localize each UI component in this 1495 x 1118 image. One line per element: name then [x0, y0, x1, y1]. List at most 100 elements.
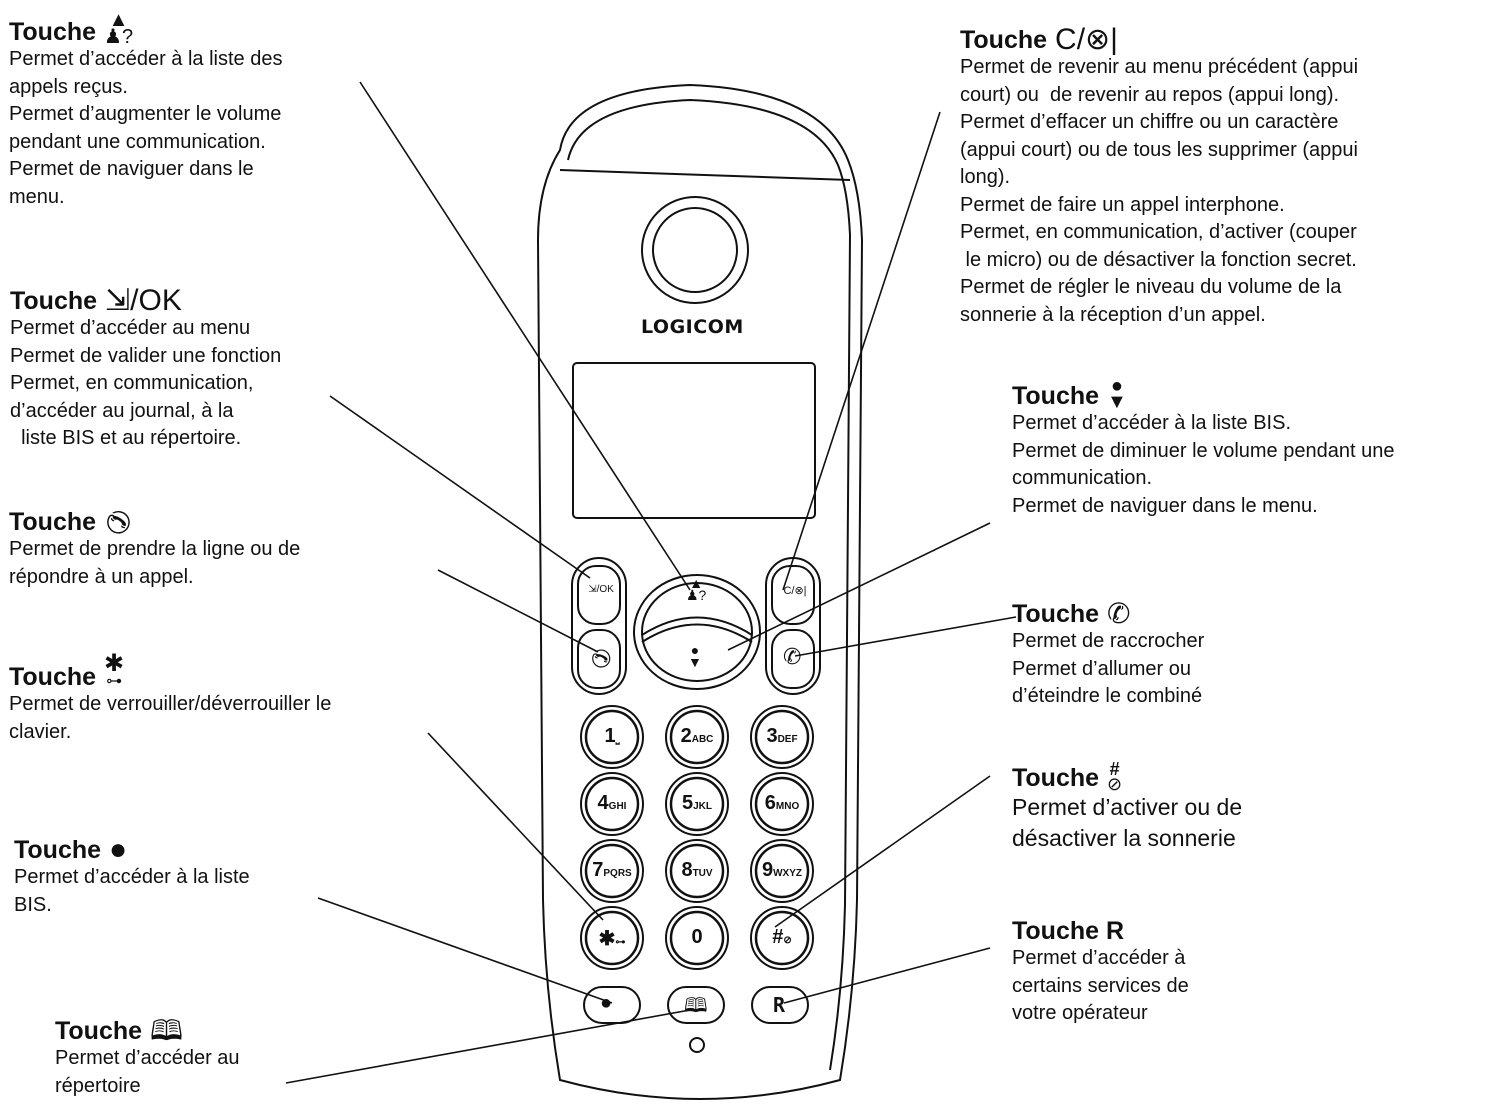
annotation-line: Permet d’accéder à la liste — [14, 866, 250, 888]
keypad-key-k6[interactable]: 6MNO — [756, 792, 808, 815]
annotation-line: Permet d’activer ou de — [1012, 794, 1243, 820]
key-k1-inner — [584, 709, 640, 765]
keypad-key-k0[interactable]: 0 — [671, 926, 723, 949]
annotation-line: Permet d’accéder à la liste des — [9, 48, 283, 70]
keypad-key-letters: ⊶ — [615, 937, 626, 948]
keypad-key-kstar[interactable]: ✱⊶ — [586, 926, 638, 951]
hangup-key-icon[interactable]: ✆ — [783, 644, 802, 669]
leader-line-star — [427, 732, 604, 921]
hangup-icon: ✆ — [1107, 598, 1131, 629]
annotation-line: Permet de faire un appel interphone. — [960, 193, 1285, 216]
annotation-line: Permet de revenir au menu précédent (app… — [960, 56, 1359, 78]
keypad-key-digit: 1 — [604, 725, 616, 747]
keypad-key-digit: 9 — [761, 859, 774, 881]
annotation-line: d’accéder au journal, à la — [10, 399, 234, 422]
clear-key-icon: C/⊗| — [1055, 23, 1118, 56]
key-kstar-inner — [584, 910, 640, 966]
annotation-title: Touche — [9, 508, 97, 536]
annotation-line: Permet d’allumer ou — [1012, 657, 1191, 680]
key-k0-outer — [665, 906, 729, 970]
book-key-icon[interactable]: 🕮 — [684, 995, 708, 1017]
keypad-key-letters: ABC — [691, 734, 714, 745]
annotation-line: Permet de raccrocher — [1012, 630, 1205, 652]
keypad-key-k5[interactable]: 5JKL — [671, 792, 723, 815]
key-k3-inner — [754, 709, 810, 765]
key-k7-outer — [580, 839, 644, 903]
annotation-title: Touche — [9, 663, 97, 691]
annotation-book-text: Permet d’accéder au répertoire — [55, 1045, 240, 1100]
keypad-key-khash[interactable]: #⊘ — [756, 926, 808, 949]
key-k3-outer — [750, 705, 814, 769]
keypad-key-k9[interactable]: 9WXYZ — [756, 859, 808, 882]
annotation-line: (appui court) ou de tous les supprimer (… — [960, 138, 1358, 161]
annotation-line: Permet d’accéder au — [55, 1047, 240, 1069]
leader-lines — [285, 81, 1017, 1084]
keypad-key-k7[interactable]: 7PQRS — [586, 859, 638, 882]
key-k5-inner — [669, 776, 725, 832]
annotation-line: votre opérateur — [1012, 1002, 1148, 1024]
annotation-line: répertoire — [55, 1074, 141, 1097]
keypad-key-digit: 6 — [764, 792, 776, 814]
key-k4-outer — [580, 772, 644, 836]
annotation-line: Permet d’augmenter le volume — [9, 103, 282, 125]
keypad-key-k8[interactable]: 8TUV — [671, 859, 723, 882]
key-k4-inner — [584, 776, 640, 832]
annotation-title: Touche — [1012, 600, 1100, 628]
annotation-line: sonnerie à la réception d’un appel. — [960, 303, 1266, 326]
keypad-key-k1[interactable]: 1⎵ — [586, 725, 638, 748]
annotation-line: appels reçus. — [9, 75, 128, 98]
keypad-key-digit: ✱ — [598, 928, 616, 950]
annotation-title: Touche — [55, 1017, 143, 1045]
key-khash-inner — [754, 910, 810, 966]
soft-key-ok-label: ⇲/OK — [588, 584, 614, 595]
annotation-line: Permet de naviguer dans le — [9, 158, 254, 180]
call-key-icon[interactable]: ✆ — [586, 648, 614, 669]
annotation-line: Permet de valider une fonction — [10, 344, 282, 367]
keypad-key-k4[interactable]: 4GHI — [586, 792, 638, 815]
key-k2-inner — [669, 709, 725, 765]
key-k9-outer — [750, 839, 814, 903]
star-lock-icon: ✱⊶ — [104, 650, 125, 691]
call-icon: ✆ — [98, 506, 136, 538]
keypad-key-k3[interactable]: 3DEF — [756, 725, 808, 748]
annotation-line: répondre à un appel. — [9, 565, 194, 588]
up-key-icon: ▲♟? — [104, 9, 134, 48]
leader-line-r — [783, 947, 991, 1004]
phone-handset — [536, 83, 864, 1100]
keypad-key-digit: # — [772, 926, 784, 948]
bis-key-icon[interactable]: ● — [600, 992, 613, 1014]
keypad-key-digit: 3 — [766, 725, 778, 747]
annotation-line: BIS. — [14, 893, 52, 916]
annotation-line: le micro) ou de désactiver la fonction s… — [960, 248, 1357, 271]
keypad-key-digit: 0 — [691, 926, 703, 948]
annotation-down: Touche ●▼ Permet d’accéder à la liste BI… — [1012, 376, 1394, 520]
annotation-line: certains services de — [1012, 974, 1189, 997]
key-khash-outer — [750, 906, 814, 970]
brand-logo: LOGICOM — [641, 316, 744, 338]
annotation-title: Touche — [1012, 382, 1100, 410]
r-key-label[interactable]: R — [773, 993, 786, 1017]
keypad-key-letters: MNO — [775, 801, 800, 812]
leader-line-bis — [317, 897, 613, 1004]
annotation-line: Permet de naviguer dans le menu. — [1012, 494, 1318, 517]
keypad-key-digit: 4 — [597, 792, 609, 814]
key-k5-outer — [665, 772, 729, 836]
keypad-key-k2[interactable]: 2ABC — [671, 725, 723, 748]
keypad-key-letters: JKL — [693, 801, 713, 812]
keypad-circles — [580, 705, 814, 970]
nav-down-icon[interactable]: ●▼ — [688, 642, 702, 670]
annotation-line: Permet d’accéder à la liste BIS. — [1012, 412, 1292, 434]
key-k0-inner — [669, 910, 725, 966]
annotation-up: Touche ▲♟? Permet d’accéder à la liste d… — [9, 9, 282, 211]
annotation-line: court) ou de revenir au repos (appui lon… — [960, 83, 1340, 106]
nav-up-icon[interactable]: ▲♟? — [686, 575, 707, 603]
annotation-up-text: Permet d’accéder à la liste des appels re… — [9, 46, 282, 211]
bis-icon: ● — [109, 833, 128, 866]
keypad-key-digit: 5 — [681, 792, 694, 814]
annotation-clear-text: Permet de revenir au menu précédent (app… — [960, 54, 1358, 329]
